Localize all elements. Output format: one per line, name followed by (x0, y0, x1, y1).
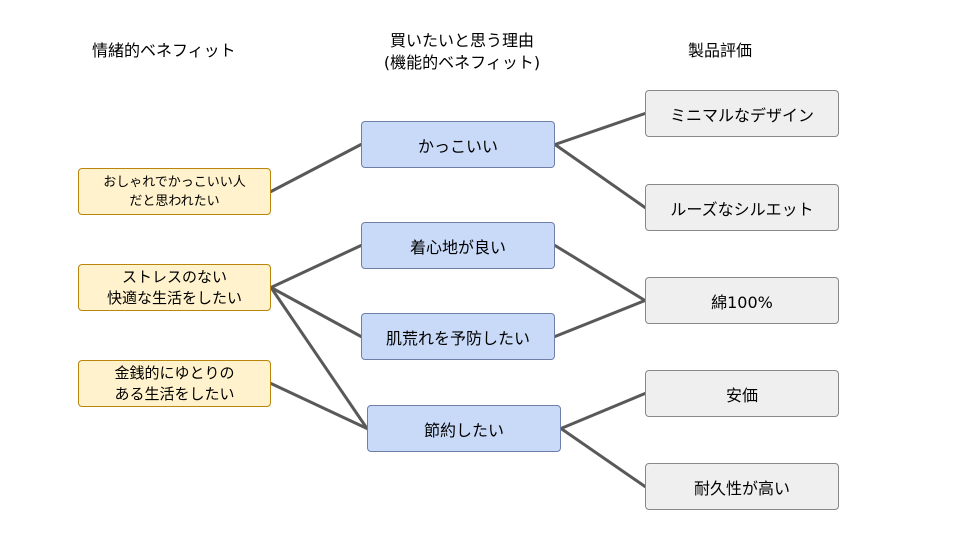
functional-node-save-money: 節約したい (367, 405, 561, 452)
emotional-node-stylish-line-2: だと思われたい (129, 193, 220, 209)
functional-node-comfortable-fit: 着心地が良い (361, 222, 555, 269)
product-node-high-durability: 耐久性が高い (645, 463, 839, 510)
header-purchase-reason-line-2: (機能的ベネフィット) (383, 53, 541, 72)
connector-e1-f1 (269, 143, 363, 193)
product-node-minimal-design: ミニマルなデザイン (645, 90, 839, 137)
header-purchase-reason: 買いたいと思う理由 (機能的ベネフィット) (362, 30, 562, 74)
connector-f4-p5 (559, 427, 647, 488)
emotional-node-comfortable-life-line-1: ストレスのない (121, 267, 227, 286)
emotional-node-financial-ease-line-2: ある生活をしたい (114, 384, 235, 403)
functional-node-prevent-skin-irritation: 肌荒れを予防したい (361, 313, 555, 360)
connector-f4-p4 (559, 392, 647, 430)
emotional-node-comfortable-life: ストレスのない 快適な生活をしたい (78, 264, 271, 311)
product-node-inexpensive: 安価 (645, 370, 839, 417)
emotional-node-financial-ease: 金銭的にゆとりの ある生活をしたい (78, 360, 271, 407)
product-node-cotton-100: 綿100% (645, 277, 839, 324)
emotional-node-financial-ease-line-1: 金銭的にゆとりの (114, 363, 235, 382)
emotional-node-stylish-line-1: おしゃれでかっこいい人 (103, 174, 246, 190)
emotional-node-comfortable-life-line-2: 快適な生活をしたい (106, 288, 242, 307)
product-node-loose-silhouette: ルーズなシルエット (645, 184, 839, 231)
functional-node-cool: かっこいい (361, 121, 555, 168)
connector-f2-p3 (553, 244, 647, 302)
emotional-node-stylish: おしゃれでかっこいい人 だと思われたい (78, 168, 271, 215)
connector-e3-f4 (269, 382, 369, 430)
connector-e2-f3 (269, 286, 363, 338)
connector-f1-p1 (553, 112, 647, 146)
header-purchase-reason-line-1: 買いたいと思う理由 (389, 31, 534, 50)
connector-f3-p3 (553, 299, 647, 338)
connector-e2-f2 (269, 244, 363, 289)
header-product-evaluation: 製品評価 (688, 41, 753, 60)
header-emotional-benefit: 情緒的ベネフィット (92, 41, 236, 60)
connector-e2-f4 (269, 286, 369, 430)
connector-f1-p2 (553, 143, 647, 209)
